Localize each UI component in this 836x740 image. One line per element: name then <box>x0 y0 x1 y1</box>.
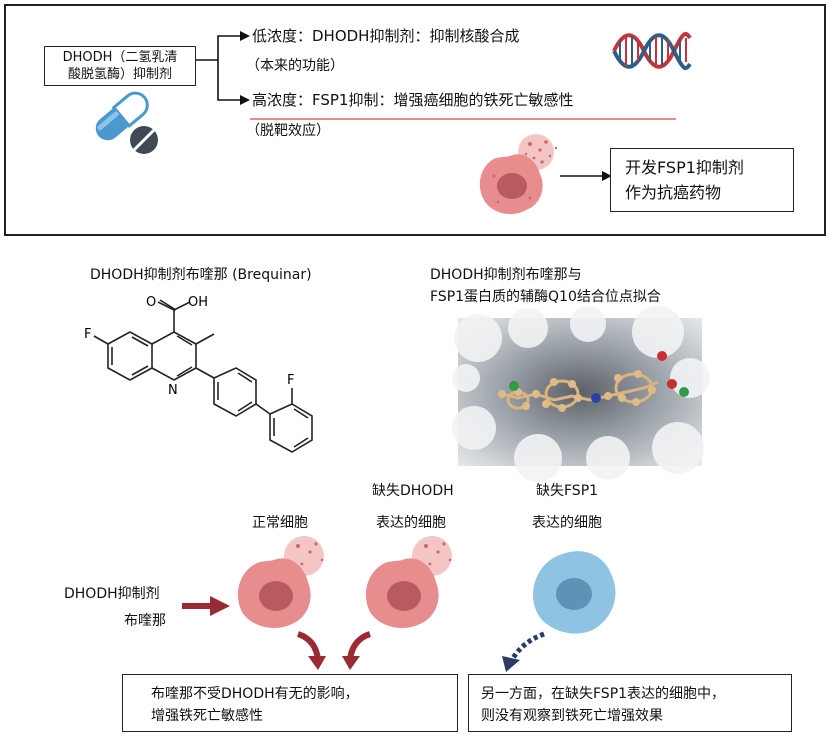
fsp1-deficient-label-line2: 表达的细胞 <box>532 515 602 531</box>
develop-line1: 开发FSP1抑制剂 <box>625 158 744 177</box>
result-left-line2: 增强铁死亡敏感性 <box>151 708 263 724</box>
high-concentration-text: 高浓度：FSP1抑制：增强癌细胞的铁死亡敏感性 <box>252 91 574 109</box>
brequinar-structure: O OH F N F <box>84 295 313 453</box>
docking-title-line2: FSP1蛋白质的辅酶Q10结合位点拟合 <box>430 289 661 305</box>
dhodh-label-line1: DHODH（二氢乳清 <box>62 50 178 65</box>
pill-icon <box>95 88 158 154</box>
result-right-box: 另一方面，在缺失FSP1表达的细胞中， 则没有观察到铁死亡增强效果 <box>468 674 792 732</box>
result-left-line1: 布喹那不受DHODH有无的影响， <box>151 686 359 702</box>
dhodh-deficient-cell-icon <box>365 536 452 628</box>
atom-f-right: F <box>287 373 294 388</box>
dhodh-label-line2: 酸脱氢酶）抑制剂 <box>67 67 172 82</box>
low-concentration-note: （本来的功能） <box>246 58 344 74</box>
fsp1-deficient-label-line1: 缺失FSP1 <box>536 483 599 499</box>
dhodh-deficient-label-line2: 表达的细胞 <box>376 515 446 531</box>
docking-title-line1: DHODH抑制剂布喹那与 <box>430 267 582 283</box>
ferroptotic-cell-icon <box>479 134 558 215</box>
develop-fsp1-inhibitor-box: 开发FSP1抑制剂 作为抗癌药物 <box>610 148 794 212</box>
result-right-line1: 另一方面，在缺失FSP1表达的细胞中， <box>481 686 726 702</box>
normal-cell-icon <box>237 536 324 628</box>
low-concentration-text: 低浓度：DHODH抑制剂：抑制核酸合成 <box>252 27 520 45</box>
high-concentration-note: （脱靶效应） <box>246 123 330 139</box>
fsp1-deficient-cell-icon <box>533 551 616 634</box>
dhodh-inhibitor-label-box: DHODH（二氢乳清 酸脱氢酶）抑制剂 <box>44 46 196 86</box>
summary-panel <box>4 4 826 236</box>
atom-oh: OH <box>188 295 208 310</box>
develop-line2: 作为抗癌药物 <box>625 183 722 202</box>
result-left-box: 布喹那不受DHODH有无的影响， 增强铁死亡敏感性 <box>122 674 458 732</box>
dna-icon <box>612 31 692 71</box>
result-right-line2: 则没有观察到铁死亡增强效果 <box>481 708 663 724</box>
atom-f-left: F <box>84 327 91 342</box>
drug-label-line2: 布喹那 <box>124 613 166 629</box>
structure-title: DHODH抑制剂布喹那 (Brequinar) <box>90 267 312 283</box>
drug-label-line1: DHODH抑制剂 <box>64 586 160 602</box>
atom-n: N <box>168 383 178 398</box>
atom-o: O <box>146 295 156 310</box>
docking-surface-image <box>452 306 710 482</box>
dhodh-deficient-label-line1: 缺失DHODH <box>372 483 454 499</box>
normal-cell-label: 正常细胞 <box>252 515 308 531</box>
